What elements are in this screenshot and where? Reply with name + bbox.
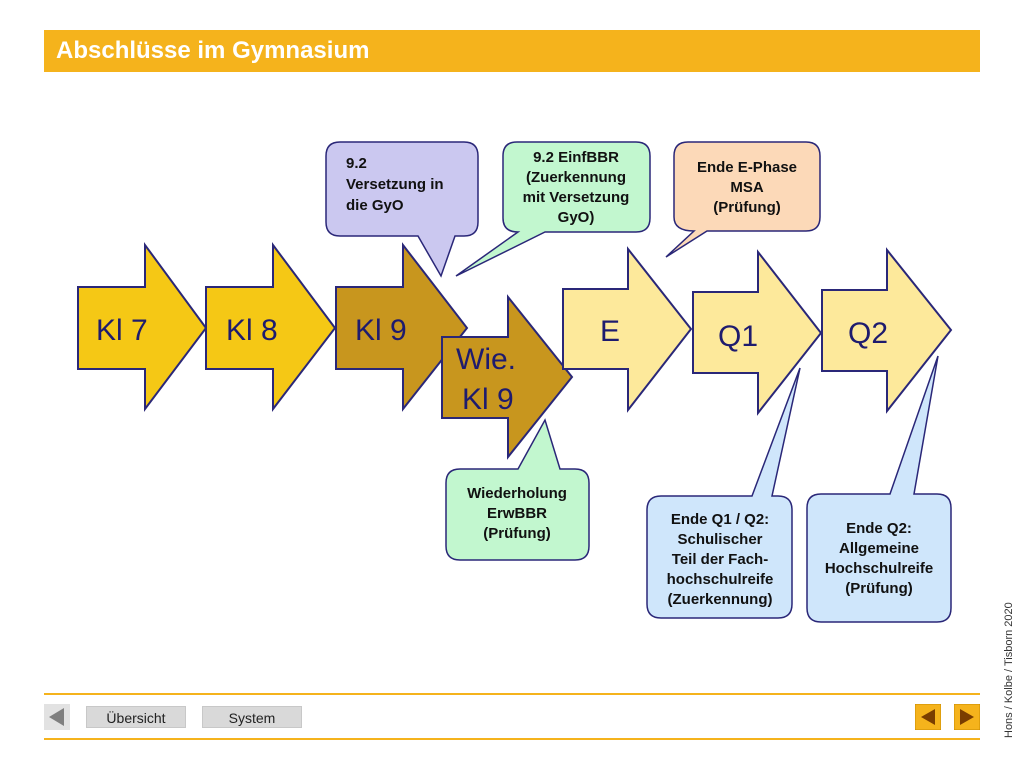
system-button[interactable]: System — [202, 706, 302, 728]
arrow-e: E — [562, 246, 693, 413]
arrow-wie-kl9: Wie. Kl 9 — [441, 294, 574, 460]
bubble-erwbbr: Wiederholung ErwBBR (Prüfung) — [445, 418, 590, 561]
arrow-kl8: Kl 8 — [205, 241, 337, 412]
bubble-versetzung-line3: die GyO — [346, 197, 404, 214]
arrow-wie-kl9-label-line2: Kl 9 — [462, 383, 514, 416]
overview-button[interactable]: Übersicht — [86, 706, 186, 728]
bubble-versetzung-shape — [325, 141, 479, 278]
arrow-q2-shape — [821, 247, 953, 414]
bubble-versetzung-line2: Versetzung in — [346, 176, 444, 193]
bubble-msa-line1: Ende E-Phase — [697, 159, 797, 176]
arrow-wie-kl9-shape — [441, 294, 574, 460]
arrow-kl7-label: Kl 7 — [96, 314, 148, 347]
arrow-e-shape — [562, 246, 693, 413]
arrow-q2: Q2 — [821, 247, 953, 414]
bubble-erwbbr-line1: Wiederholung — [467, 485, 567, 502]
arrow-q1: Q1 — [692, 249, 823, 416]
bubble-versetzung: 9.2 Versetzung in die GyO — [325, 141, 479, 278]
bubble-msa: Ende E-Phase MSA (Prüfung) — [665, 141, 821, 258]
bubble-einfbbr-line1: 9.2 EinfBBR — [533, 149, 619, 166]
title-bar: Abschlüsse im Gymnasium — [44, 30, 980, 72]
arrow-kl7: Kl 7 — [77, 241, 208, 412]
bubble-fachhochschulreife-line2: Schulischer — [677, 531, 762, 548]
arrow-e-label: E — [600, 315, 620, 348]
bubble-einfbbr-line2: (Zuerkennung — [526, 169, 626, 186]
bubble-msa-line2: MSA — [730, 179, 764, 196]
arrow-q1-label: Q1 — [718, 320, 758, 353]
bubble-erwbbr-line2: ErwBBR — [487, 505, 547, 522]
footer-line-top — [44, 693, 980, 695]
arrow-kl9-shape — [335, 242, 469, 412]
arrow-kl9: Kl 9 — [335, 242, 469, 412]
bubble-hochschulreife-line3: Hochschulreife — [825, 560, 933, 577]
bubble-hochschulreife-line2: Allgemeine — [839, 540, 919, 557]
bubble-erwbbr-shape — [445, 418, 590, 561]
page-title: Abschlüsse im Gymnasium — [56, 37, 370, 64]
arrow-kl8-label: Kl 8 — [226, 314, 278, 347]
bubble-hochschulreife: Ende Q2: Allgemeine Hochschulreife (Prüf… — [806, 355, 952, 623]
bubble-einfbbr-line4: GyO) — [558, 209, 595, 226]
bubble-fachhochschulreife: Ende Q1 / Q2: Schulischer Teil der Fach-… — [646, 367, 801, 619]
back-arrow-gray-icon[interactable] — [44, 704, 70, 730]
bubble-hochschulreife-line4: (Prüfung) — [845, 580, 912, 597]
bubble-hochschulreife-shape — [806, 355, 952, 623]
arrow-kl9-label: Kl 9 — [355, 314, 407, 347]
copyright-text: Hons / Kolbe / Tisborn 2020 — [1003, 602, 1015, 738]
bubble-fachhochschulreife-line1: Ende Q1 / Q2: — [671, 511, 769, 528]
bubble-einfbbr-shape — [455, 141, 651, 277]
previous-page-icon[interactable] — [914, 703, 942, 731]
bubble-fachhochschulreife-shape — [646, 367, 801, 619]
bubble-einfbbr: 9.2 EinfBBR (Zuerkennung mit Versetzung … — [455, 141, 651, 277]
footer-line-bottom — [44, 738, 980, 740]
bubble-fachhochschulreife-line3: Teil der Fach- — [672, 551, 768, 568]
bubble-einfbbr-line3: mit Versetzung — [523, 189, 630, 206]
arrow-kl8-shape — [205, 241, 337, 412]
next-page-icon[interactable] — [953, 703, 981, 731]
bubble-msa-shape — [665, 141, 821, 258]
bubble-erwbbr-line3: (Prüfung) — [483, 525, 550, 542]
bubble-msa-line3: (Prüfung) — [713, 199, 780, 216]
arrow-wie-kl9-label-line1: Wie. — [456, 343, 516, 376]
arrow-q1-shape — [692, 249, 823, 416]
arrow-kl7-shape — [77, 241, 208, 412]
arrow-q2-label: Q2 — [848, 317, 888, 350]
bubble-fachhochschulreife-line5: (Zuerkennung) — [668, 591, 773, 608]
bubble-fachhochschulreife-line4: hochschulreife — [667, 571, 774, 588]
bubble-versetzung-line1: 9.2 — [346, 155, 367, 172]
bubble-hochschulreife-line1: Ende Q2: — [846, 520, 912, 537]
